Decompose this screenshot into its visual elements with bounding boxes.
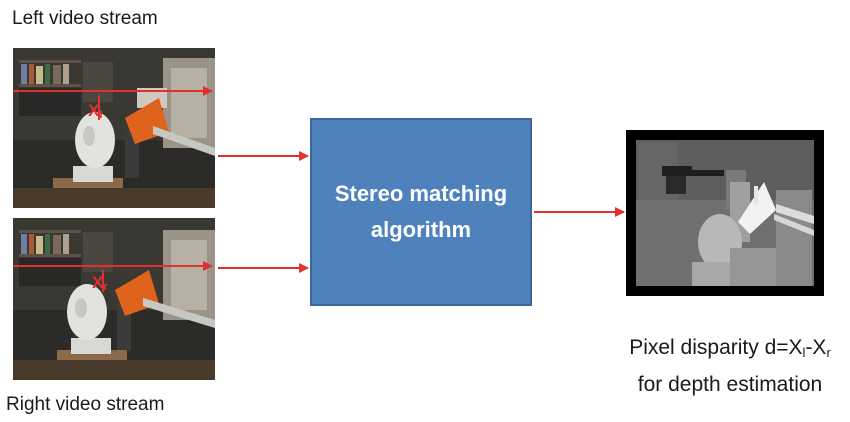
right-video-stream-label: Right video stream — [6, 394, 165, 415]
disparity-formula: Pixel disparity d=Xl-Xr — [629, 336, 831, 360]
right-video-frame — [13, 218, 215, 380]
algorithm-title-line2: algorithm — [370, 217, 472, 242]
left-video-frame — [13, 48, 215, 208]
disparity-caption: Pixel disparity d=Xl-Xr for depth estima… — [612, 332, 848, 401]
disparity-map-image — [626, 130, 824, 296]
algorithm-title-line1: Stereo matching — [334, 181, 508, 206]
depth-estimation-label: for depth estimation — [637, 373, 823, 396]
x-right-marker: Xr — [92, 273, 108, 293]
stereo-matching-algorithm-box: Stereo matching algorithm — [310, 118, 532, 306]
left-video-stream-label: Left video stream — [12, 8, 158, 29]
x-left-marker: Xl — [88, 101, 103, 121]
